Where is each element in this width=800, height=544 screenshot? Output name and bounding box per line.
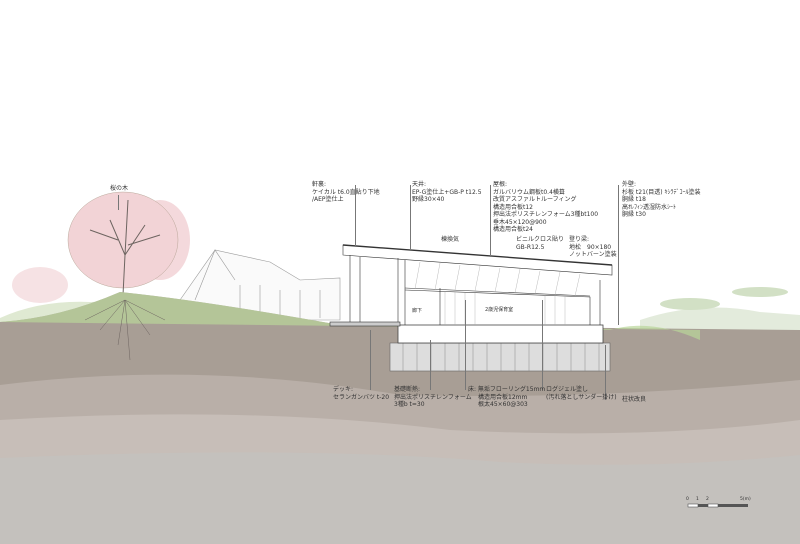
- leader-line: [118, 195, 119, 210]
- room-label: 廊下: [412, 308, 423, 314]
- distant-island: [732, 287, 788, 297]
- tree-roots: [84, 299, 166, 361]
- foundation: [389, 324, 611, 372]
- leader-line: [355, 185, 356, 247]
- annotation-finish: ログジェル塗し(汚れ落としサンダー掛け): [546, 386, 617, 401]
- leader-line: [490, 185, 491, 257]
- bedrock-layer: [0, 452, 800, 544]
- leader-line: [465, 300, 466, 390]
- annotation-deck: デッキ:セランガンバツ t-20: [333, 386, 390, 401]
- distant-island: [660, 298, 720, 310]
- room-label: 2歳児保育室: [485, 307, 514, 313]
- scale-tick: 2: [706, 497, 709, 502]
- grass: [0, 292, 700, 345]
- scale-tick: 0: [686, 497, 689, 502]
- leader-line: [370, 330, 371, 390]
- annotation-eaves: 軒裏:ケイカル t6.0直貼り下地/AEP塗仕上: [312, 181, 380, 203]
- blossom-tree-bg: [12, 267, 68, 303]
- leader-line: [605, 345, 606, 400]
- leader-line: [430, 340, 431, 390]
- tree-label: 桜の木: [110, 185, 129, 192]
- annotation-soil-improvement: 柱状改良: [622, 396, 647, 403]
- building-section: [329, 244, 613, 327]
- scale-bar: [687, 503, 748, 508]
- scale-tick: 1: [696, 497, 699, 502]
- annotation-ridge-vent: 棟換気: [441, 236, 460, 243]
- scale-tick: 5(m): [740, 497, 751, 502]
- leader-line: [410, 185, 411, 250]
- leader-line: [542, 300, 543, 390]
- leader-line: [618, 185, 619, 325]
- cherry-tree-trunk: [89, 199, 161, 296]
- cherry-tree-canopy: [67, 191, 179, 289]
